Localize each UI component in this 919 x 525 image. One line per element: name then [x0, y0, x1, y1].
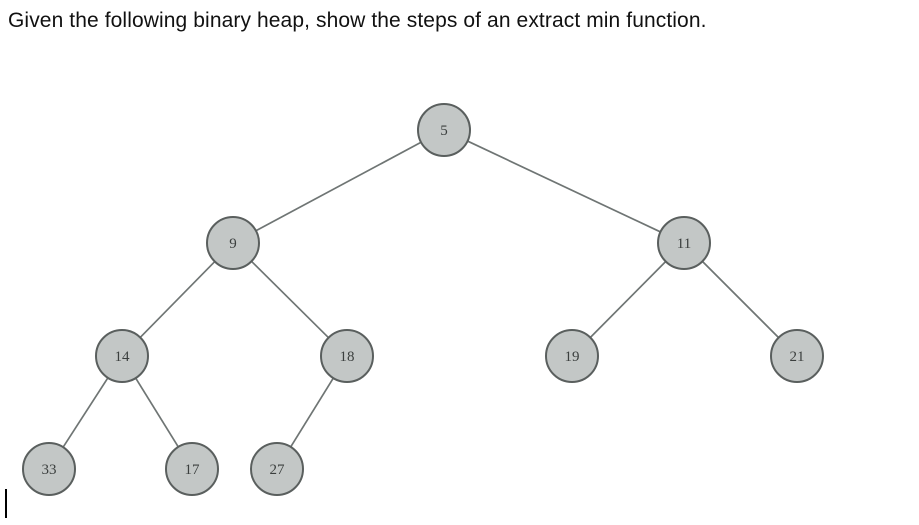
- heap-node-circle: [206, 216, 260, 270]
- heap-node-9[interactable]: 9: [206, 216, 260, 270]
- heap-node-21[interactable]: 21: [770, 329, 824, 383]
- heap-edge-18-27: [289, 377, 335, 448]
- heap-edge-14-17: [134, 377, 180, 448]
- heap-edge-9-14: [139, 260, 216, 339]
- heap-edge-11-19: [589, 260, 667, 339]
- heap-edge-9-18: [250, 260, 330, 339]
- heap-node-label: 19: [565, 349, 580, 365]
- heap-node-circle: [22, 442, 76, 496]
- heap-node-label: 14: [115, 349, 131, 365]
- heap-node-circle: [657, 216, 711, 270]
- text-caret: [5, 489, 7, 518]
- heap-node-14[interactable]: 14: [95, 329, 149, 383]
- heap-node-label: 9: [229, 236, 237, 252]
- heap-node-19[interactable]: 19: [545, 329, 599, 383]
- heap-node-label: 21: [790, 349, 805, 365]
- page-title: Given the following binary heap, show th…: [8, 9, 707, 32]
- edge-layer: [62, 140, 780, 448]
- heap-edge-14-33: [62, 377, 109, 448]
- heap-node-11[interactable]: 11: [657, 216, 711, 270]
- heap-node-label: 33: [42, 462, 57, 478]
- heap-node-label: 17: [185, 462, 201, 478]
- heap-node-circle: [770, 329, 824, 383]
- heap-edge-5-11: [467, 140, 661, 233]
- heap-node-27[interactable]: 27: [250, 442, 304, 496]
- heap-node-5[interactable]: 5: [417, 103, 471, 157]
- heap-node-circle: [417, 103, 471, 157]
- heap-edge-5-9: [255, 141, 422, 232]
- heap-node-circle: [320, 329, 374, 383]
- node-layer: 5 9 11 14 18 19 21 33 17 27: [22, 103, 824, 496]
- heap-node-label: 27: [270, 462, 286, 478]
- heap-node-label: 5: [440, 123, 448, 139]
- heap-node-circle: [545, 329, 599, 383]
- heap-node-18[interactable]: 18: [320, 329, 374, 383]
- heap-node-33[interactable]: 33: [22, 442, 76, 496]
- heap-node-17[interactable]: 17: [165, 442, 219, 496]
- heap-node-label: 11: [677, 236, 691, 252]
- heap-node-circle: [165, 442, 219, 496]
- heap-edge-11-21: [701, 260, 780, 339]
- heap-node-circle: [95, 329, 149, 383]
- heap-node-label: 18: [340, 349, 355, 365]
- heap-node-circle: [250, 442, 304, 496]
